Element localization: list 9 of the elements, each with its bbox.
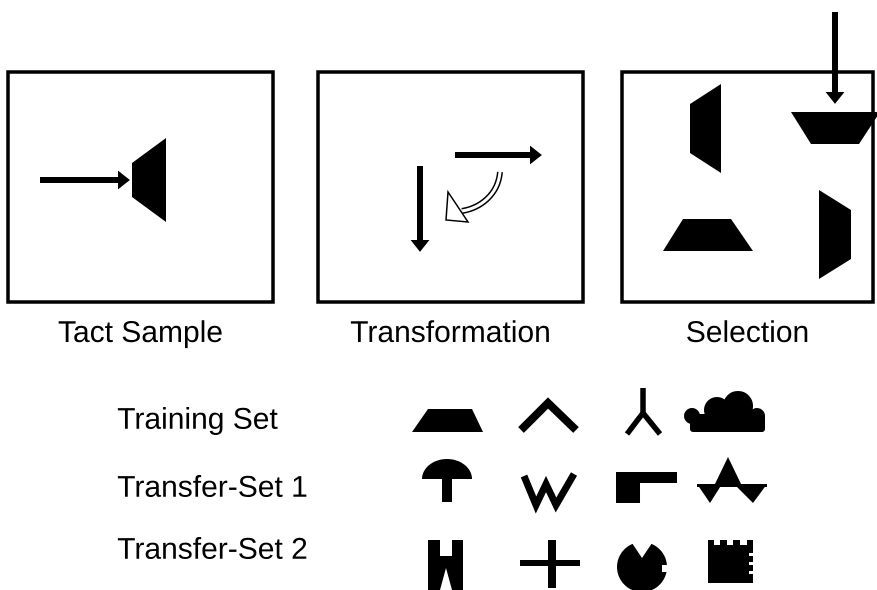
node-label: Tact Sample (58, 320, 222, 348)
node-label: Transformation (350, 320, 549, 342)
panel-box: Transformation (316, 70, 585, 342)
node-label: Selection (687, 320, 808, 342)
row-label: Transfer-Set 2 (118, 537, 306, 560)
row-label: Training Set (118, 407, 278, 435)
row-label: Transfer-Set 1 (118, 475, 306, 498)
panel-box: Tact Sample (6, 70, 275, 348)
panel-box: Selection (620, 70, 875, 342)
